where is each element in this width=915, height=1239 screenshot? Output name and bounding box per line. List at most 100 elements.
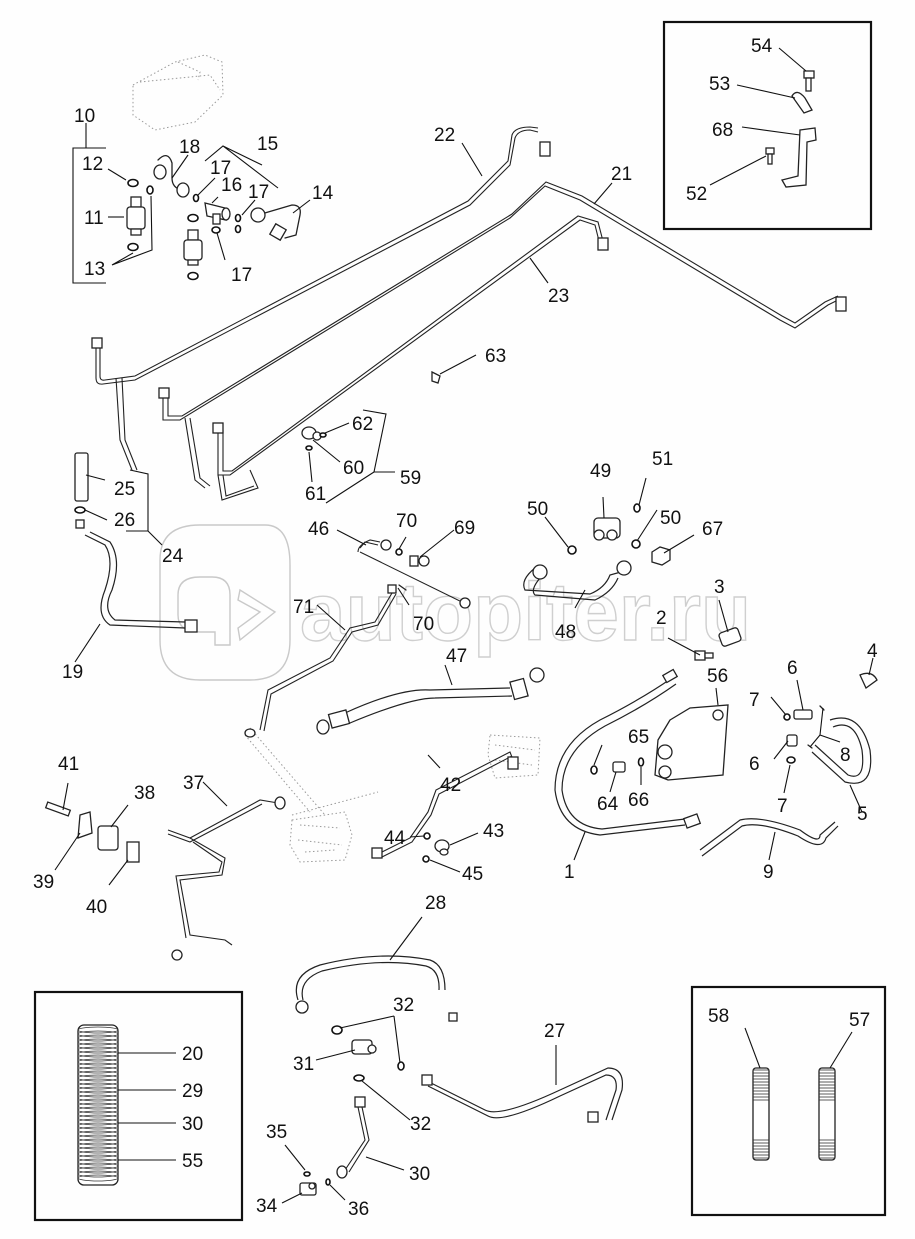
o-ring-13-top — [146, 185, 154, 195]
callout-6-a: 6 — [787, 658, 798, 679]
callout-55: 55 — [182, 1151, 203, 1172]
tee-16 — [204, 202, 231, 225]
o-ring-65 — [590, 765, 598, 775]
spring-coil — [77, 1114, 119, 1122]
spring-coil — [77, 1118, 119, 1126]
o-ring-17 — [234, 224, 242, 234]
bracket-15 — [204, 145, 279, 189]
hose-48 — [523, 560, 632, 601]
callout-15: 15 — [257, 134, 278, 155]
inset-stud-kit — [690, 985, 887, 1217]
spring-coil — [77, 1078, 119, 1086]
spring-coil — [77, 1138, 119, 1146]
o-ring-12 — [127, 178, 139, 188]
tube-22 — [91, 126, 551, 471]
spring-coil — [77, 1074, 119, 1082]
spring-coil — [77, 1062, 119, 1070]
hose-fitting — [75, 519, 85, 529]
spring-coil — [77, 1102, 119, 1110]
callout-27: 27 — [544, 1021, 565, 1042]
inset-spring-kit — [33, 990, 244, 1222]
fitting-31 — [351, 1039, 377, 1055]
part-10-group — [72, 123, 106, 284]
fitting-6-lower — [786, 734, 798, 747]
callout-37: 37 — [183, 773, 204, 794]
spring-coil — [77, 1082, 119, 1090]
o-ring-61 — [305, 445, 313, 451]
spring-coil — [77, 1054, 119, 1062]
spring-coil — [77, 1174, 119, 1182]
hose-28 — [295, 955, 458, 1022]
o-ring-44 — [423, 832, 431, 840]
watermark: autopiter.ru — [159, 524, 752, 681]
callout-35: 35 — [266, 1122, 287, 1143]
spring-coil — [77, 1110, 119, 1118]
plug-64 — [612, 761, 626, 773]
hose-27 — [421, 1067, 624, 1123]
callout-43: 43 — [483, 821, 504, 842]
callout-69: 69 — [454, 518, 475, 539]
spring-coil — [77, 1162, 119, 1170]
o-ring-13 — [127, 242, 139, 252]
callout-7-b: 7 — [777, 796, 788, 817]
callout-70-b: 70 — [413, 614, 434, 635]
spring-coil — [77, 1066, 119, 1074]
fitting-11 — [126, 196, 146, 236]
callout-70-a: 70 — [396, 511, 417, 532]
o-ring-17 — [192, 193, 200, 203]
spring-coil — [77, 1122, 119, 1130]
stud-kit-parts — [752, 1067, 836, 1161]
o-ring — [187, 271, 199, 281]
plate-39 — [77, 811, 93, 839]
callout-24: 24 — [162, 546, 184, 567]
callout-31: 31 — [293, 1054, 314, 1075]
callout-11: 11 — [84, 208, 104, 229]
o-ring-50 — [567, 545, 577, 555]
callout-23: 23 — [548, 286, 569, 307]
callout-44: 44 — [384, 828, 406, 849]
tube-23 — [212, 215, 609, 501]
hose-1 — [554, 668, 702, 836]
o-ring-32-lower — [353, 1074, 365, 1082]
callout-22: 22 — [434, 125, 455, 146]
callout-28: 28 — [425, 893, 446, 914]
callout-67: 67 — [702, 519, 723, 540]
callout-32-a: 32 — [393, 995, 414, 1016]
inset-bracket-kit — [662, 20, 873, 231]
o-ring-32 — [331, 1025, 343, 1035]
callout-25: 25 — [114, 479, 135, 500]
callout-18: 18 — [179, 137, 200, 158]
tube-37 — [167, 796, 286, 961]
callout-38: 38 — [134, 783, 155, 804]
callout-17-c: 17 — [231, 265, 252, 286]
nut-block-38 — [97, 825, 119, 851]
callout-32-b: 32 — [410, 1114, 431, 1135]
callout-45: 45 — [462, 864, 483, 885]
callout-12: 12 — [82, 154, 103, 175]
callout-5: 5 — [857, 804, 868, 825]
o-ring-7 — [783, 713, 791, 721]
callout-42: 42 — [440, 775, 461, 796]
callout-34: 34 — [256, 1196, 278, 1217]
elbow-59 — [301, 426, 322, 441]
o-ring — [187, 213, 199, 223]
callout-62: 62 — [352, 414, 373, 435]
tube-21 — [158, 181, 847, 489]
callout-52: 52 — [686, 184, 707, 205]
hose-9 — [699, 818, 839, 857]
spring-coil — [77, 1106, 119, 1114]
callout-labels: 10 12 11 13 18 15 17 16 17 17 14 22 21 2… — [33, 36, 878, 1220]
callout-53: 53 — [709, 74, 730, 95]
callout-30-b: 30 — [409, 1164, 430, 1185]
callout-30-a: 30 — [182, 1114, 203, 1135]
spring-coil — [77, 1094, 119, 1102]
callout-49: 49 — [590, 461, 611, 482]
spring-coil — [77, 1050, 119, 1058]
bracket-kit-parts — [765, 70, 817, 188]
callout-29: 29 — [182, 1081, 203, 1102]
spring-coil — [77, 1026, 119, 1034]
callout-8: 8 — [840, 745, 851, 766]
elbow-18 — [153, 155, 190, 198]
spring-kit-parts — [77, 1024, 119, 1186]
